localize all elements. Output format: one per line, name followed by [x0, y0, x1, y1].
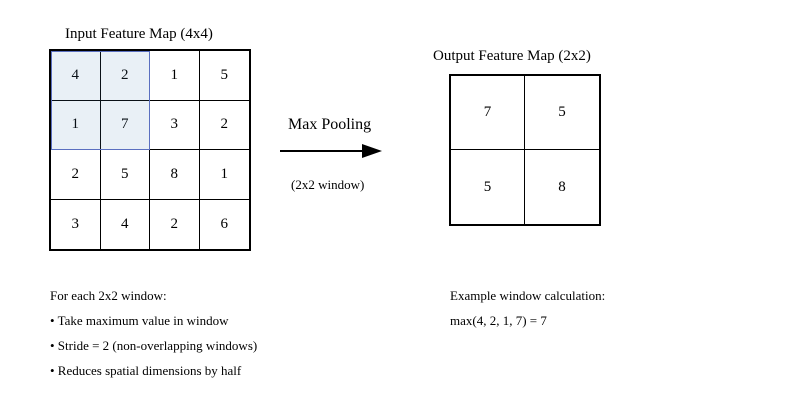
output-cell: 5	[525, 76, 599, 150]
input-cell: 3	[150, 100, 200, 150]
notes-heading: For each 2x2 window:	[50, 288, 167, 303]
input-cell: 6	[220, 215, 229, 232]
output-map-title: Output Feature Map (2x2)	[433, 48, 591, 64]
example-heading: Example window calculation:	[450, 288, 606, 303]
input-cell: 4	[51, 51, 101, 101]
output-cell: 5	[451, 150, 525, 224]
input-feature-map-grid: 4 2 1 5 1 7 3 2 2 5 8 1 3 4 2 6	[49, 49, 251, 251]
input-cell: 2	[199, 101, 249, 150]
input-cell: 4	[101, 199, 150, 249]
input-cell: 1	[150, 51, 200, 101]
input-cell: 2	[150, 199, 200, 249]
output-cell: 8	[558, 178, 566, 195]
input-map-title: Input Feature Map (4x4)	[65, 26, 213, 42]
input-cell: 5	[100, 150, 150, 200]
input-cell: 1	[199, 150, 249, 200]
input-cell: 2	[100, 51, 150, 101]
notes-bullet: • Take maximum value in window	[50, 313, 229, 328]
notes-bullet: • Reduces spatial dimensions by half	[50, 363, 242, 378]
input-cell: 1	[51, 100, 101, 150]
notes-bullet: • Stride = 2 (non-overlapping windows)	[50, 338, 258, 353]
right-arrow-icon	[280, 144, 382, 158]
operation-window-label: (2x2 window)	[291, 177, 365, 192]
input-cell: 7	[100, 100, 150, 150]
example-formula: max(4, 2, 1, 7) = 7	[450, 313, 547, 328]
operation-label: Max Pooling	[288, 116, 372, 133]
input-cell: 2	[51, 150, 101, 200]
output-cell: 7	[451, 76, 525, 150]
input-cell: 8	[150, 150, 200, 200]
output-feature-map-grid: 7 5 5 8	[449, 74, 601, 226]
input-cell: 5	[199, 51, 249, 101]
input-cell: 3	[51, 199, 101, 249]
